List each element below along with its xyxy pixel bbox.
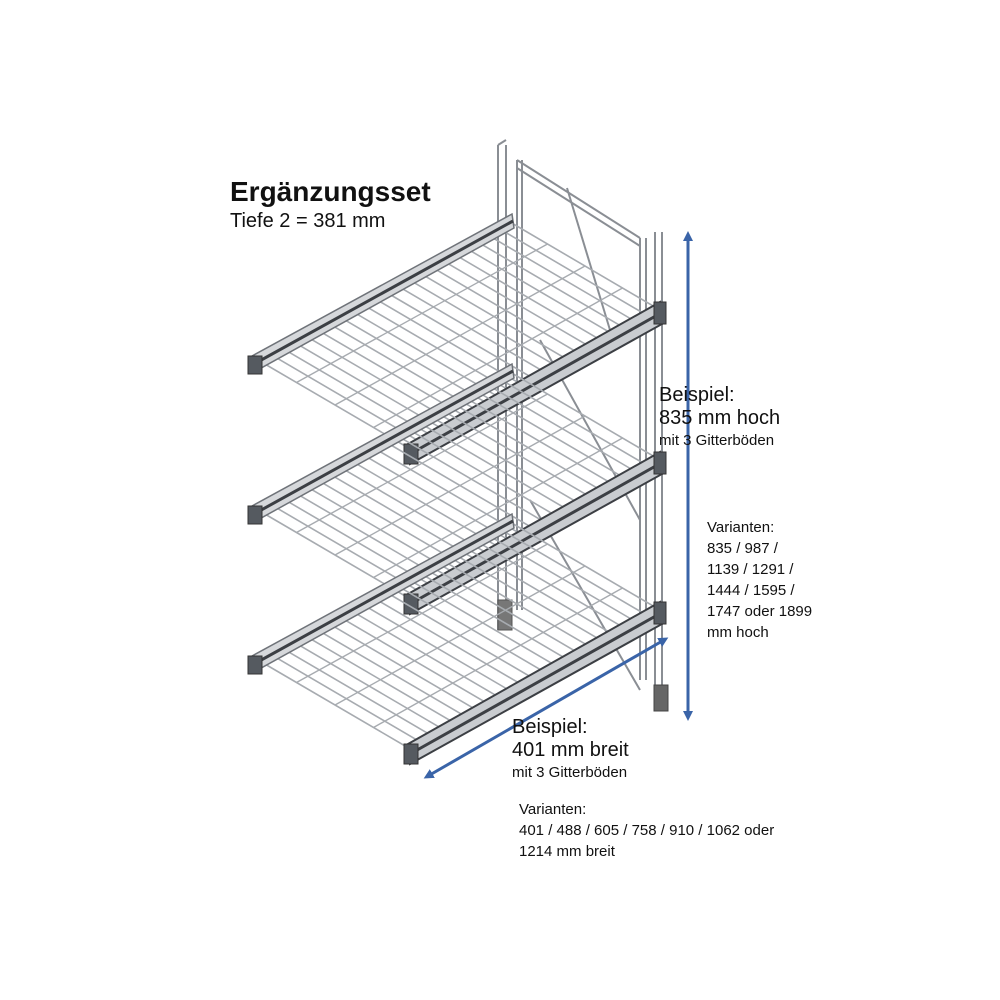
shelf-cross-wire (296, 243, 548, 384)
height-example-label: Beispiel: 835 mm hoch mit 3 Gitterböden (659, 384, 780, 449)
width-example-label: Beispiel: 401 mm breit mit 3 Gitterböden (512, 716, 629, 781)
shelf-front-rail-edge (409, 461, 662, 606)
rail-end-cap (247, 505, 263, 525)
front-foot (653, 684, 669, 712)
shelf-front-rail-edge (409, 311, 662, 456)
width-arrow (423, 637, 669, 779)
rail-end-cap (403, 743, 419, 765)
rail-end-cap (653, 301, 667, 325)
height-example-note: mit 3 Gitterböden (659, 432, 775, 449)
shelf-back-rail-edge (253, 369, 514, 516)
height-variant-line: 1139 / 1291 / (707, 561, 794, 578)
shelf-back-rail-edge (253, 219, 514, 366)
height-variant-line: 1747 oder 1899 (707, 603, 813, 620)
shelf-cross-wire (334, 565, 586, 706)
width-example-note: mit 3 Gitterböden (512, 764, 628, 781)
page-title: Ergänzungsset (230, 176, 431, 207)
depth-subtitle: Tiefe 2 = 381 mm (230, 210, 386, 232)
height-variants: Varianten: 835 / 987 / 1139 / 1291 / 144… (707, 517, 812, 643)
height-variant-line: 835 / 987 / (707, 540, 778, 557)
width-variant-line: 1214 mm breit (519, 843, 615, 860)
width-variants-heading: Varianten: (519, 801, 587, 818)
width-variants: Varianten: 401 / 488 / 605 / 758 / 910 /… (519, 799, 774, 862)
shelves (247, 212, 667, 766)
shelf-cross-wire (296, 393, 548, 534)
shelf-cross-wire (373, 287, 623, 429)
shelf-back-rail-edge (253, 519, 514, 666)
width-example-heading: Beispiel: (512, 716, 588, 738)
width-example-value: 401 mm breit (512, 739, 629, 761)
wire-shelf (247, 362, 667, 616)
shelf-cross-wire (373, 437, 623, 579)
height-variants-heading: Varianten: (707, 519, 775, 536)
rail-end-cap (247, 655, 263, 675)
height-variant-line: mm hoch (707, 624, 769, 641)
rail-end-cap (247, 355, 263, 375)
shelf-cross-wire (296, 543, 548, 684)
height-variant-line: 1444 / 1595 / (707, 582, 795, 599)
height-example-value: 835 mm hoch (659, 407, 781, 429)
rail-end-cap (653, 601, 667, 625)
width-variant-line: 401 / 488 / 605 / 758 / 910 / 1062 oder (519, 822, 775, 839)
shelf-cross-wire (334, 415, 586, 556)
shelf-cross-wire (334, 265, 586, 406)
rail-end-cap (653, 451, 667, 475)
height-example-heading: Beispiel: (659, 384, 735, 406)
